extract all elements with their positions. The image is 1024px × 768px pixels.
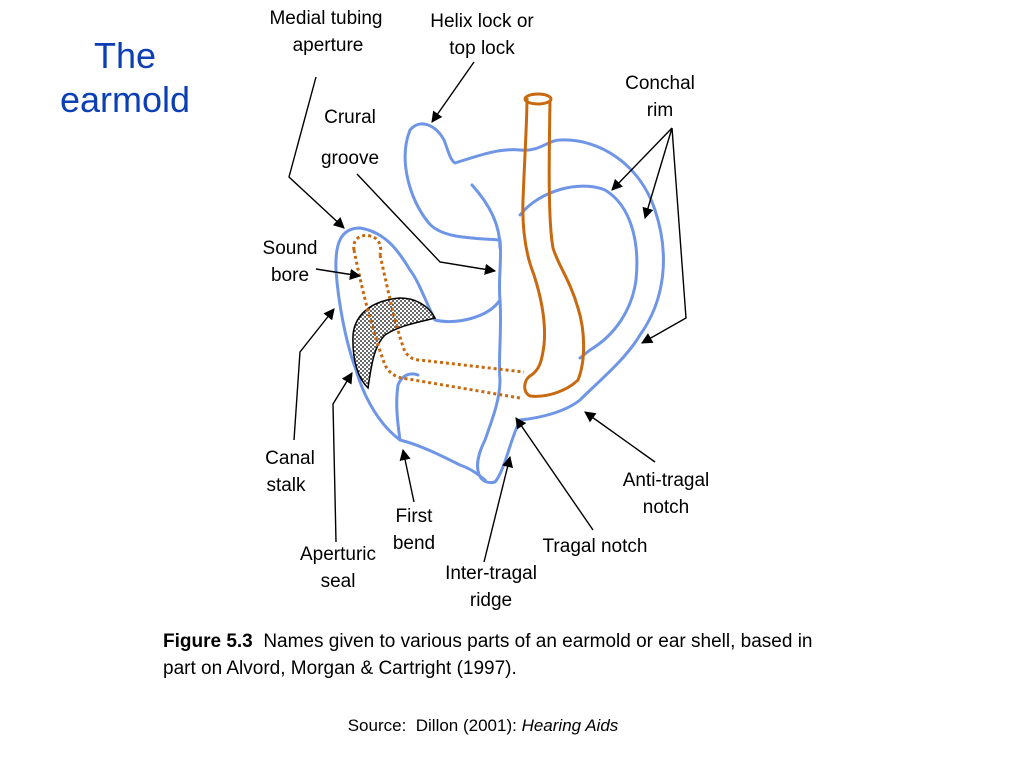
label-conchal-rim-1: Conchal [625, 73, 695, 94]
leader-anti-tragal-notch [584, 411, 656, 463]
label-canal-stalk-1: Canal [265, 448, 315, 469]
tubing [521, 92, 586, 398]
aperturic-seal-shape [352, 297, 437, 390]
source-prefix: Source: Dillon (2001): [347, 716, 522, 735]
leader-conchal-rim-3 [641, 127, 687, 344]
leader-helix-lock [431, 61, 475, 123]
slide-title-line-1: The [93, 35, 157, 76]
label-helix-lock-2: top lock [449, 38, 515, 59]
leader-canal-stalk [293, 308, 335, 441]
first-bend-line [395, 372, 420, 442]
leader-first-bend [399, 448, 415, 503]
leader-medial-tubing [288, 76, 345, 229]
label-inter-tragal-ridge-2: ridge [470, 590, 512, 611]
label-aperturic-seal-1: Aperturic [300, 544, 376, 565]
slide-title-line-2: earmold [59, 79, 191, 120]
leader-conchal-rim-2 [642, 127, 673, 220]
conchal-rim-inner-line [518, 184, 639, 360]
label-crural-groove-1: Crural [324, 107, 376, 128]
leader-crural-groove [356, 173, 497, 275]
earmold-outline [334, 122, 665, 485]
label-tragal-notch: Tragal notch [543, 536, 648, 557]
figure-caption: Figure 5.3 Names given to various parts … [163, 628, 843, 682]
slide-title: The earmold [40, 34, 210, 122]
canal-stalk-outline [334, 226, 502, 482]
sound-bore-dotted [352, 234, 525, 400]
leader-lines [288, 61, 687, 563]
label-medial-tubing-1: Medial tubing [269, 8, 382, 29]
leader-tragal-notch [515, 417, 594, 531]
figure-caption-text: Names given to various parts of an earmo… [163, 631, 813, 679]
label-aperturic-seal-2: seal [321, 571, 356, 592]
label-canal-stalk-2: stalk [266, 475, 306, 496]
helix-lock-outline [403, 122, 665, 485]
labels: Medial tubing aperture Helix lock or top… [263, 8, 710, 611]
label-crural-groove-2: groove [321, 148, 379, 169]
label-sound-bore-1: Sound [263, 238, 318, 259]
source-citation: Source: Dillon (2001): Hearing Aids [0, 716, 966, 736]
label-inter-tragal-ridge-1: Inter-tragal [445, 563, 537, 584]
label-anti-tragal-notch-2: notch [643, 497, 689, 518]
crural-groove-line [470, 183, 502, 250]
leader-aperturic-seal [332, 372, 353, 543]
leader-sound-bore [315, 268, 362, 280]
leader-inter-tragal-ridge [483, 455, 514, 563]
figure-number: Figure 5.3 [163, 631, 253, 652]
label-helix-lock-1: Helix lock or [430, 11, 534, 32]
label-sound-bore-2: bore [271, 265, 309, 286]
leader-conchal-rim-1 [611, 127, 673, 191]
label-first-bend-1: First [396, 506, 434, 527]
earmold-diagram: Medial tubing aperture Helix lock or top… [263, 8, 710, 611]
source-book-title: Hearing Aids [521, 716, 619, 735]
label-medial-tubing-2: aperture [293, 35, 364, 56]
label-conchal-rim-2: rim [647, 100, 673, 121]
label-first-bend-2: bend [393, 533, 435, 554]
label-anti-tragal-notch-1: Anti-tragal [623, 470, 710, 491]
